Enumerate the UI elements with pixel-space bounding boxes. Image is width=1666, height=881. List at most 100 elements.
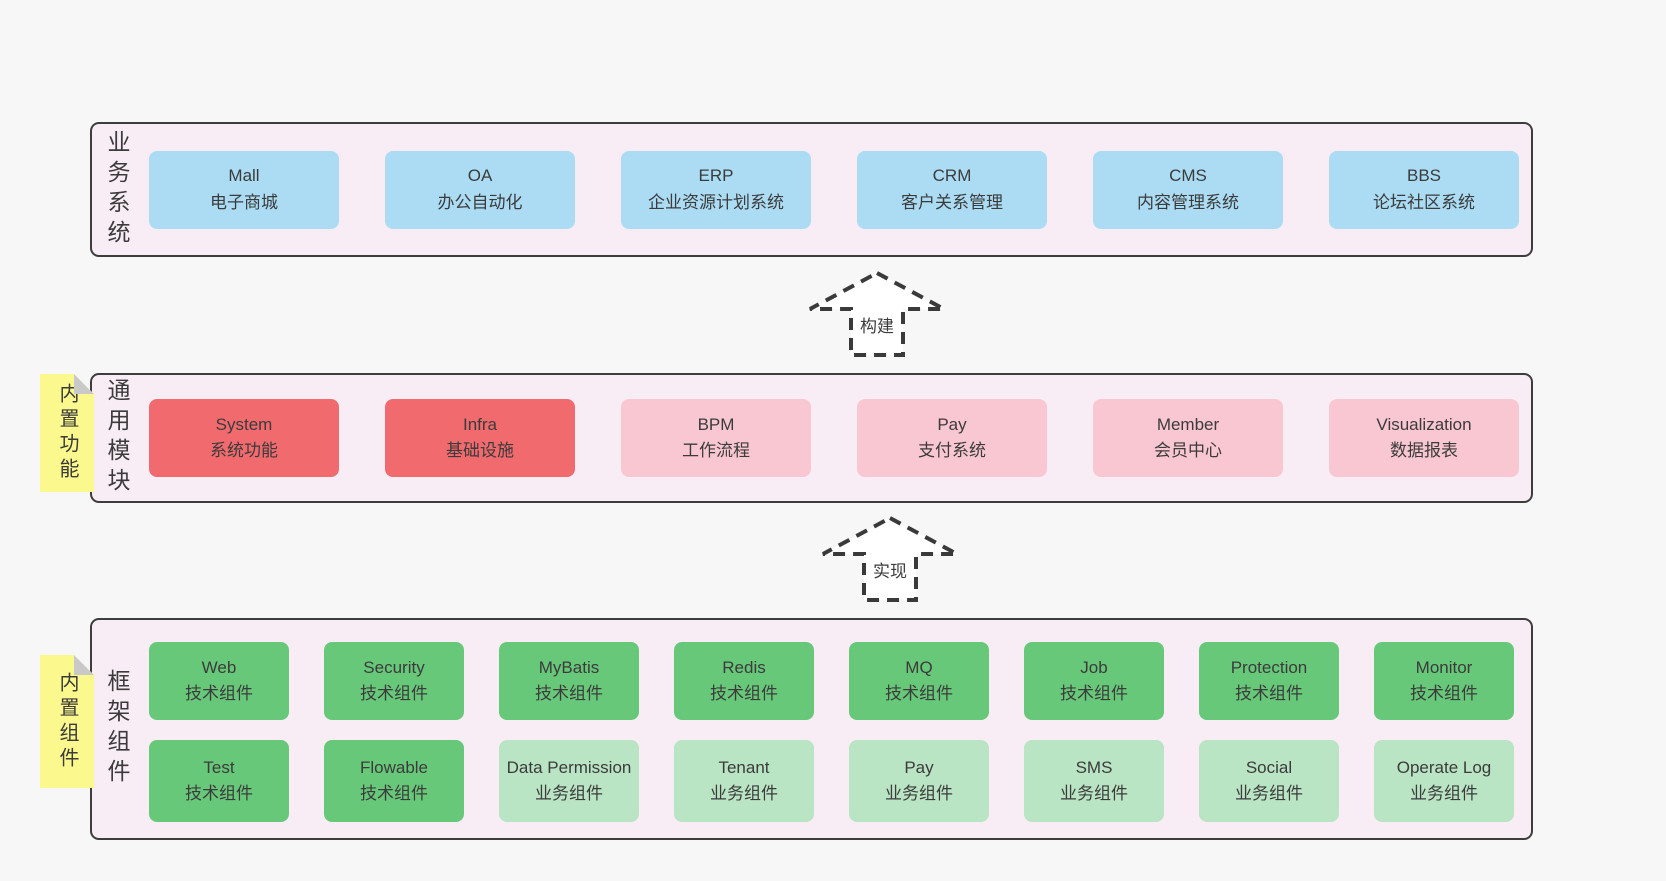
- module-box-tenant: Tenant 业务组件: [674, 740, 814, 822]
- module-box-title: BPM: [697, 414, 735, 434]
- sticky-note-built-in-components-label: 内置组件: [56, 671, 78, 772]
- module-box-flowable: Flowable 技术组件: [324, 740, 464, 822]
- module-box-member: Member 会员中心: [1093, 399, 1283, 477]
- module-box-title: CMS: [1169, 166, 1207, 186]
- layer-label-wrap: 业务系统: [104, 124, 130, 255]
- layer-framework-components-label: 框架组件: [104, 669, 130, 789]
- module-box-system: System 系统功能: [149, 399, 339, 477]
- arrow-build-label: 构建: [858, 312, 896, 337]
- module-box-subtitle: 数据报表: [1390, 441, 1458, 460]
- module-box-subtitle: 技术组件: [885, 684, 953, 703]
- module-box-subtitle: 技术组件: [1060, 684, 1128, 703]
- module-box-subtitle: 技术组件: [185, 784, 253, 803]
- module-box-title: Visualization: [1376, 414, 1472, 434]
- module-box-title: Redis: [722, 657, 766, 677]
- module-box-subtitle: 技术组件: [185, 684, 253, 703]
- module-box-title: Tenant: [718, 757, 770, 777]
- module-box-title: Social: [1245, 757, 1293, 777]
- module-box-title: Test: [203, 757, 235, 777]
- module-box-bbs: BBS 论坛社区系统: [1329, 150, 1519, 229]
- module-box-subtitle: 内容管理系统: [1137, 192, 1239, 212]
- module-box-mall: Mall 电子商城: [149, 150, 339, 229]
- module-box-subtitle: 技术组件: [360, 784, 428, 803]
- module-box-subtitle: 技术组件: [710, 684, 778, 703]
- arrow-implement: 实现: [820, 515, 960, 603]
- module-box-title: Infra: [462, 414, 498, 434]
- module-box-cms: CMS 内容管理系统: [1093, 150, 1283, 229]
- module-box-sms: SMS 业务组件: [1024, 740, 1164, 822]
- module-box-oa: OA 办公自动化: [385, 150, 575, 229]
- module-box-bpm: BPM 工作流程: [621, 399, 811, 477]
- module-box-redis: Redis 技术组件: [674, 642, 814, 720]
- module-box-title: Pay: [904, 757, 934, 777]
- module-box-title: OA: [467, 166, 493, 186]
- module-box-title: CRM: [932, 166, 972, 186]
- module-box-title: Mall: [228, 166, 260, 186]
- module-box-subtitle: 客户关系管理: [901, 192, 1003, 212]
- module-box-title: Web: [201, 657, 237, 677]
- module-box-mybatis: MyBatis 技术组件: [499, 642, 639, 720]
- module-box-protection: Protection 技术组件: [1199, 642, 1339, 720]
- arrow-implement-label: 实现: [871, 557, 909, 582]
- module-box-title: System: [215, 414, 273, 434]
- layer-label-wrap: 框架组件: [104, 620, 130, 838]
- sticky-note-built-in-components: 内置组件: [40, 655, 94, 788]
- arrow-build: 构建: [807, 270, 947, 358]
- module-box-title: SMS: [1075, 757, 1113, 777]
- module-box-pay: Pay 支付系统: [857, 399, 1047, 477]
- sticky-note-built-in-features: 内置功能: [40, 374, 94, 492]
- layer-label-wrap: 通用模块: [104, 375, 130, 501]
- module-box-social: Social 业务组件: [1199, 740, 1339, 822]
- module-box-title: Monitor: [1415, 657, 1473, 677]
- module-box-subtitle: 电子商城: [210, 192, 278, 212]
- module-box-title: Security: [363, 657, 425, 677]
- module-box-subtitle: 技术组件: [535, 684, 603, 703]
- module-box-crm: CRM 客户关系管理: [857, 150, 1047, 229]
- module-box-subtitle: 业务组件: [1235, 784, 1303, 803]
- module-box-title: BBS: [1406, 166, 1442, 186]
- module-box-title: ERP: [698, 166, 734, 186]
- module-box-subtitle: 办公自动化: [437, 192, 523, 212]
- module-box-title: Operate Log: [1396, 757, 1492, 777]
- module-box-mq: MQ 技术组件: [849, 642, 989, 720]
- module-box-subtitle: 系统功能: [210, 441, 278, 460]
- module-box-visualization: Visualization 数据报表: [1329, 399, 1519, 477]
- module-box-operate-log: Operate Log 业务组件: [1374, 740, 1514, 822]
- module-box-title: Data Permission: [506, 757, 632, 777]
- module-box-subtitle: 业务组件: [710, 784, 778, 803]
- module-box-pay: Pay 业务组件: [849, 740, 989, 822]
- module-box-title: Member: [1156, 414, 1220, 434]
- module-box-title: Job: [1080, 657, 1108, 677]
- layer-business-systems-label: 业务系统: [104, 129, 130, 250]
- module-box-subtitle: 业务组件: [1410, 784, 1478, 803]
- module-box-subtitle: 业务组件: [535, 784, 603, 803]
- module-box-title: Pay: [937, 414, 967, 434]
- layer-common-modules-label: 通用模块: [104, 378, 130, 498]
- module-box-title: MQ: [905, 657, 933, 677]
- module-box-web: Web 技术组件: [149, 642, 289, 720]
- module-box-subtitle: 工作流程: [682, 441, 750, 460]
- module-box-subtitle: 论坛社区系统: [1373, 192, 1475, 212]
- module-box-subtitle: 会员中心: [1154, 441, 1222, 460]
- module-box-subtitle: 支付系统: [918, 441, 986, 460]
- module-box-subtitle: 业务组件: [1060, 784, 1128, 803]
- module-box-subtitle: 业务组件: [885, 784, 953, 803]
- module-box-title: Flowable: [359, 757, 429, 777]
- module-box-title: Protection: [1230, 657, 1308, 677]
- module-box-subtitle: 技术组件: [1235, 684, 1303, 703]
- sticky-note-built-in-features-label: 内置功能: [56, 383, 78, 483]
- module-box-job: Job 技术组件: [1024, 642, 1164, 720]
- module-box-title: MyBatis: [538, 657, 600, 677]
- module-box-data-permission: Data Permission 业务组件: [499, 740, 639, 822]
